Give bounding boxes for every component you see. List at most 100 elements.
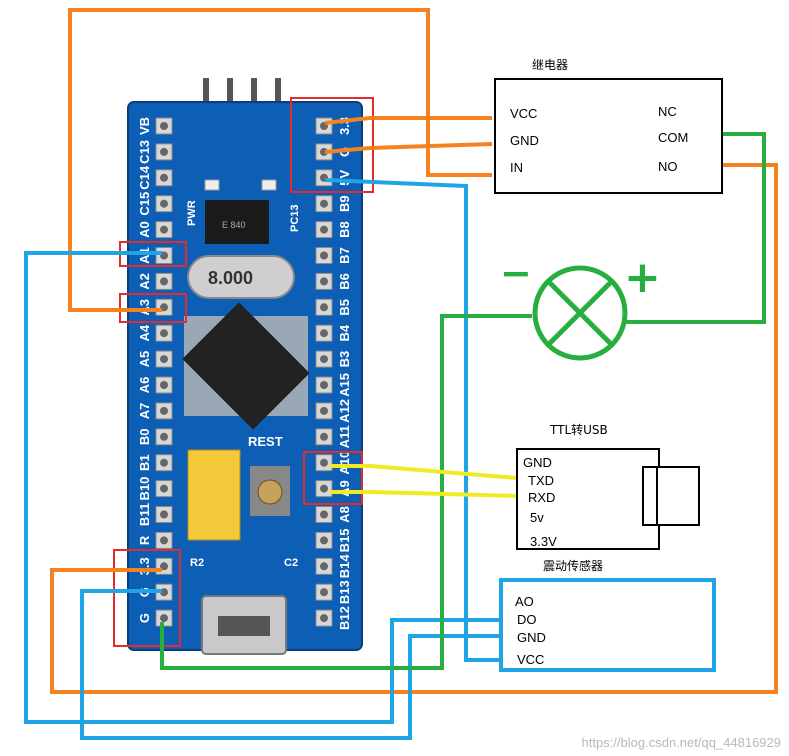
left-header-pin-hole	[160, 147, 168, 156]
right-header-pin-hole	[320, 225, 328, 234]
left-header-pin-label: C14	[137, 165, 152, 190]
ttl-pin-5v: 5v	[530, 510, 544, 525]
left-header-pin-label: G	[137, 613, 152, 623]
relay-pin-in: IN	[510, 160, 523, 175]
right-header-pin-label: B13	[337, 580, 352, 604]
wire-a10-to-txd	[330, 464, 517, 480]
left-header-pin-hole	[160, 277, 168, 286]
wire-a3-to-relay-no	[68, 8, 492, 312]
r2-label: R2	[190, 557, 204, 569]
relay-pin-com: COM	[658, 130, 689, 145]
right-header-pin-label: A9	[337, 480, 352, 497]
ttl-pin-txd: TXD	[528, 473, 554, 488]
wire-com-to-lamp	[626, 132, 766, 324]
ttl-usb-module: GND TXD RXD 5v 3.3V	[516, 448, 700, 550]
vibration-sensor-module: AO DO GND VCC	[499, 578, 716, 672]
right-header-pin-label: B9	[337, 195, 352, 212]
left-header-pin-label: 3.3	[137, 557, 152, 575]
relay-pin-no: NO	[658, 159, 678, 174]
pc13-led	[261, 179, 277, 191]
sensor-pin-do: DO	[517, 612, 537, 627]
right-header-pin-hole	[320, 329, 328, 338]
watermark: https://blog.csdn.net/qq_44816929	[581, 735, 782, 750]
left-header-pin-hole	[160, 381, 168, 389]
left-header-pin-label: B1	[137, 454, 152, 471]
left-header-pin-hole	[160, 510, 168, 519]
pc13-label: PC13	[289, 204, 301, 232]
ttl-pin-3v3: 3.3V	[530, 534, 557, 549]
c2-label: C2	[284, 557, 298, 569]
boot-jumpers	[187, 449, 241, 541]
right-header-pin-hole	[320, 199, 328, 208]
right-header-pin-label: B12	[337, 606, 352, 630]
sensor-pin-ao: AO	[515, 594, 534, 609]
left-header-pin-label: B0	[137, 428, 152, 445]
left-header-pin-hole	[160, 225, 168, 234]
right-header-pin-label: B14	[337, 554, 352, 579]
right-header-pin-hole	[320, 432, 328, 441]
wire-lamp-to-gnd	[160, 314, 532, 670]
left-header-pin-hole	[160, 432, 168, 441]
relay-pin-nc: NC	[658, 104, 677, 119]
ttl-usb-connector	[642, 466, 700, 526]
left-header-pin-hole	[160, 406, 168, 415]
right-header-pin-label: A8	[337, 506, 352, 523]
right-header-pin-label: B3	[337, 351, 352, 368]
relay-title: 继电器	[532, 58, 569, 72]
wire-a1	[24, 251, 500, 724]
left-header-pin-label: B10	[137, 477, 152, 501]
pwr-label: PWR	[186, 200, 198, 226]
wire-sensor-do	[80, 589, 500, 740]
lamp-plus: +	[624, 252, 661, 303]
highlight-relay-pins	[290, 97, 374, 193]
right-header-pin-label: A15	[337, 373, 352, 397]
wire-relay-no-loop	[50, 163, 778, 694]
right-header-pin-label: B8	[337, 221, 352, 238]
left-header-pin-label: A1	[137, 247, 152, 264]
left-header-pin-label: C13	[137, 140, 152, 164]
regulator-marking: E 840	[222, 220, 246, 230]
highlight-uart-pins	[303, 451, 363, 505]
left-header-pin-label: A6	[137, 377, 152, 394]
right-header-pin-hole	[320, 536, 328, 545]
right-header-pin-hole	[320, 562, 328, 571]
sensor-title: 震动传感器	[543, 559, 604, 573]
crystal-label: 8.000	[208, 268, 253, 288]
lamp-minus: −	[500, 251, 532, 295]
ttl-title: TTL转USB	[550, 423, 608, 437]
left-header-pin-hole	[160, 329, 168, 338]
left-header-pin-label: A7	[137, 403, 152, 420]
left-header-pin-hole	[160, 355, 168, 364]
left-header-pin-hole	[160, 458, 168, 467]
right-header-pin-label: B4	[337, 324, 352, 341]
reset-button	[257, 479, 283, 505]
right-header-pin-label: B15	[337, 528, 352, 552]
left-header-pin-label: A5	[137, 351, 152, 368]
wire-a9-to-rxd	[330, 490, 517, 498]
left-header-pin-hole	[160, 614, 168, 623]
pwr-led	[204, 179, 220, 191]
wire-g-to-relay-gnd	[324, 142, 493, 154]
right-header-pin-hole	[320, 277, 328, 286]
left-header-pin-hole	[160, 122, 168, 130]
right-header-pin-hole	[320, 614, 328, 623]
right-header-pin-hole	[320, 510, 328, 519]
right-header-pin-label: A12	[337, 399, 352, 423]
crystal	[187, 255, 295, 299]
wire-3v3-to-relay-vcc	[324, 116, 492, 125]
regulator-chip	[205, 200, 269, 244]
lamp: − +	[500, 251, 661, 361]
right-header-pin-hole	[320, 381, 328, 389]
relay-pin-vcc: VCC	[510, 106, 538, 121]
left-header-pin-hole	[160, 173, 168, 182]
right-header-pin-label: B5	[337, 299, 352, 316]
ttl-pin-rxd: RXD	[528, 490, 556, 505]
right-header-pin-hole	[320, 484, 328, 493]
left-header-pin-label: A4	[137, 324, 152, 341]
right-header-pin-hole	[320, 251, 328, 260]
left-header-pin-label: A3	[137, 299, 152, 316]
right-header-pin-hole	[320, 588, 328, 597]
right-header-pin-label: B6	[337, 273, 352, 290]
